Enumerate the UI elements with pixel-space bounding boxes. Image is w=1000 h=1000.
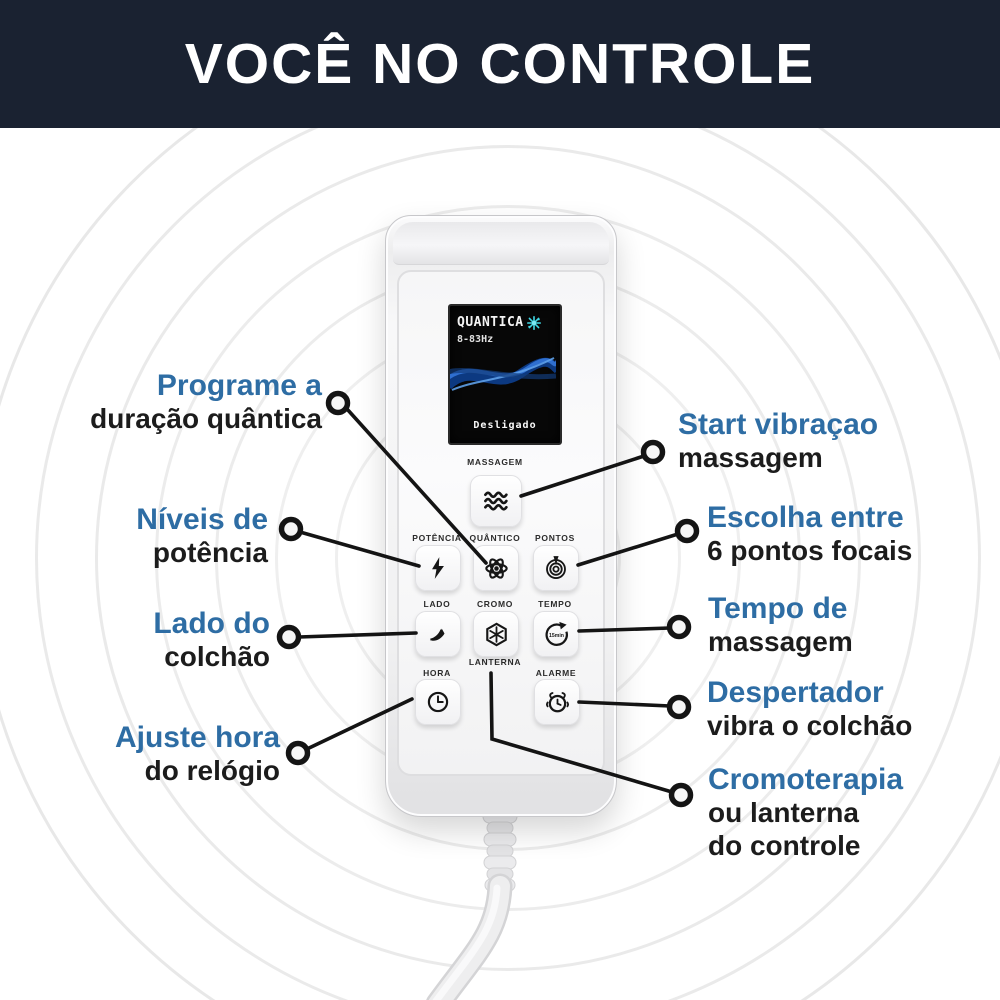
remote-top-cap: [393, 222, 609, 265]
callout-massage-time: Tempo de massagem: [708, 592, 988, 658]
tempo-button[interactable]: 15min: [533, 611, 579, 657]
callout-line: vibra o colchão: [707, 710, 913, 741]
remote-cable: [426, 809, 518, 1000]
alarme-label: ALARME: [535, 668, 577, 678]
page-title: VOCÊ NO CONTROLE: [184, 32, 816, 96]
callout-line: Programe a: [156, 369, 322, 402]
snowflake-icon: [485, 622, 507, 646]
quantum-burst-icon: [526, 315, 541, 330]
pontos-button[interactable]: [533, 545, 579, 591]
callout-line: duração quântica: [90, 403, 322, 434]
callout-line: Cromoterapia: [708, 763, 904, 796]
quantico-button[interactable]: [473, 545, 519, 591]
callout-line: colchão: [164, 641, 270, 672]
callout-line: Tempo de: [708, 592, 848, 625]
callout-line: ou lanterna: [708, 797, 859, 828]
atom-icon: [484, 557, 508, 579]
hora-label: HORA: [423, 668, 451, 678]
lanterna-label: LANTERNA: [468, 657, 522, 667]
callout-line: Lado do: [153, 607, 270, 640]
tempo-label: TEMPO: [538, 599, 572, 609]
callout-focal-points: Escolha entre 6 pontos focais: [707, 501, 987, 567]
screen-frequency: 8-83Hz: [457, 334, 494, 345]
callout-line: massagem: [678, 442, 823, 473]
screen-brand-text: QUANTICA: [457, 315, 524, 330]
callout-line: do relógio: [144, 755, 280, 786]
clock-icon: [427, 691, 449, 713]
callout-start-vibration: Start vibraçao massagem: [678, 408, 958, 474]
callout-line: Start vibraçao: [678, 408, 879, 441]
lado-button[interactable]: [415, 611, 461, 657]
pontos-label: PONTOS: [535, 533, 575, 543]
callout-line: potência: [152, 537, 268, 568]
callout-line: Escolha entre: [707, 501, 904, 534]
waves-icon: [484, 491, 508, 511]
callout-line: Níveis de: [136, 503, 268, 536]
hora-button[interactable]: [415, 679, 461, 725]
timer-minutes-text: 15min: [549, 632, 564, 638]
screen-status: Desligado: [473, 420, 537, 431]
cromo-button[interactable]: [473, 611, 519, 657]
lado-label: LADO: [423, 599, 451, 609]
target-icon: [546, 556, 566, 579]
callout-line: 6 pontos focais: [707, 535, 913, 566]
callout-chromotherapy: Cromoterapia ou lanterna do controle: [708, 763, 998, 862]
cromo-label: CROMO: [476, 599, 514, 609]
screen-wave-graphic: [450, 357, 556, 391]
lightning-icon: [432, 557, 444, 579]
lcd-screen: QUANTICA 8-83Hz Desligado: [448, 304, 562, 445]
callout-mattress-side: Lado do colchão: [40, 607, 270, 673]
callout-alarm-vibrate: Despertador vibra o colchão: [707, 676, 997, 742]
callout-line: massagem: [708, 626, 853, 657]
alarm-icon: [545, 691, 569, 712]
callout-quantum-duration: Programe a duração quântica: [40, 369, 322, 435]
alarme-button[interactable]: [534, 679, 580, 725]
massagem-button[interactable]: [470, 475, 522, 527]
potencia-button[interactable]: [415, 545, 461, 591]
callout-power-levels: Níveis de potência: [40, 503, 268, 569]
quantico-label: QUÂNTICO: [469, 533, 521, 543]
callout-line: Ajuste hora: [114, 721, 280, 754]
callout-line: do controle: [708, 830, 861, 861]
callout-clock-set: Ajuste hora do relógio: [40, 721, 280, 787]
callout-line: Despertador: [707, 676, 884, 709]
flip-icon: [429, 628, 445, 641]
massagem-label: MASSAGEM: [467, 457, 523, 467]
timer-icon: 15min: [545, 621, 568, 646]
header-banner: VOCÊ NO CONTROLE: [0, 0, 1000, 128]
